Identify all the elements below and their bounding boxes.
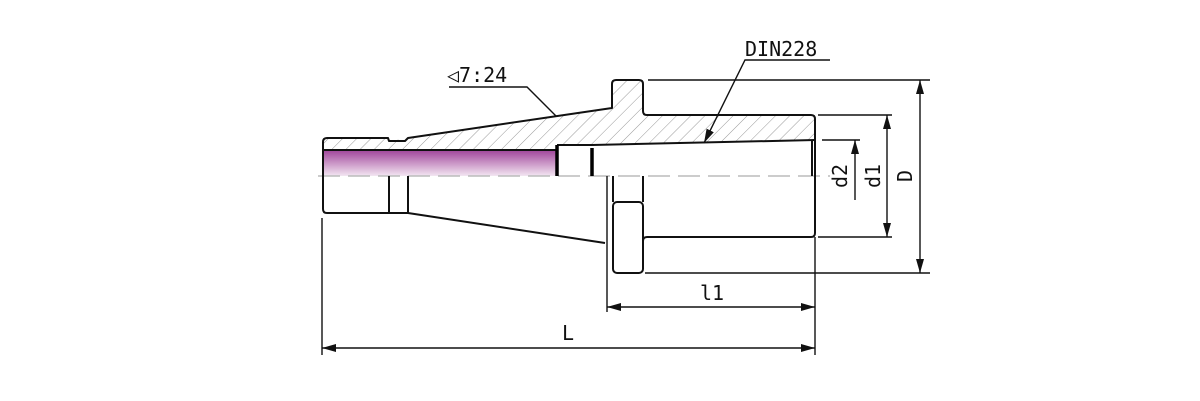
taper-leader xyxy=(449,86,557,117)
D-label: D xyxy=(893,170,917,182)
standard-label: DIN228 xyxy=(745,37,817,61)
body-lower-bore xyxy=(642,176,816,242)
d1-label: d1 xyxy=(861,164,885,188)
body-outline-lower xyxy=(322,176,606,244)
body-outline-upper xyxy=(322,79,816,176)
flange-lower xyxy=(612,201,644,274)
L-label: L xyxy=(562,321,574,345)
d2-label: d2 xyxy=(828,164,852,188)
bore-highlight xyxy=(323,150,557,176)
din-leader xyxy=(703,59,830,144)
l1-label: l1 xyxy=(700,281,724,305)
taper-label: ◁7:24 xyxy=(447,63,507,87)
